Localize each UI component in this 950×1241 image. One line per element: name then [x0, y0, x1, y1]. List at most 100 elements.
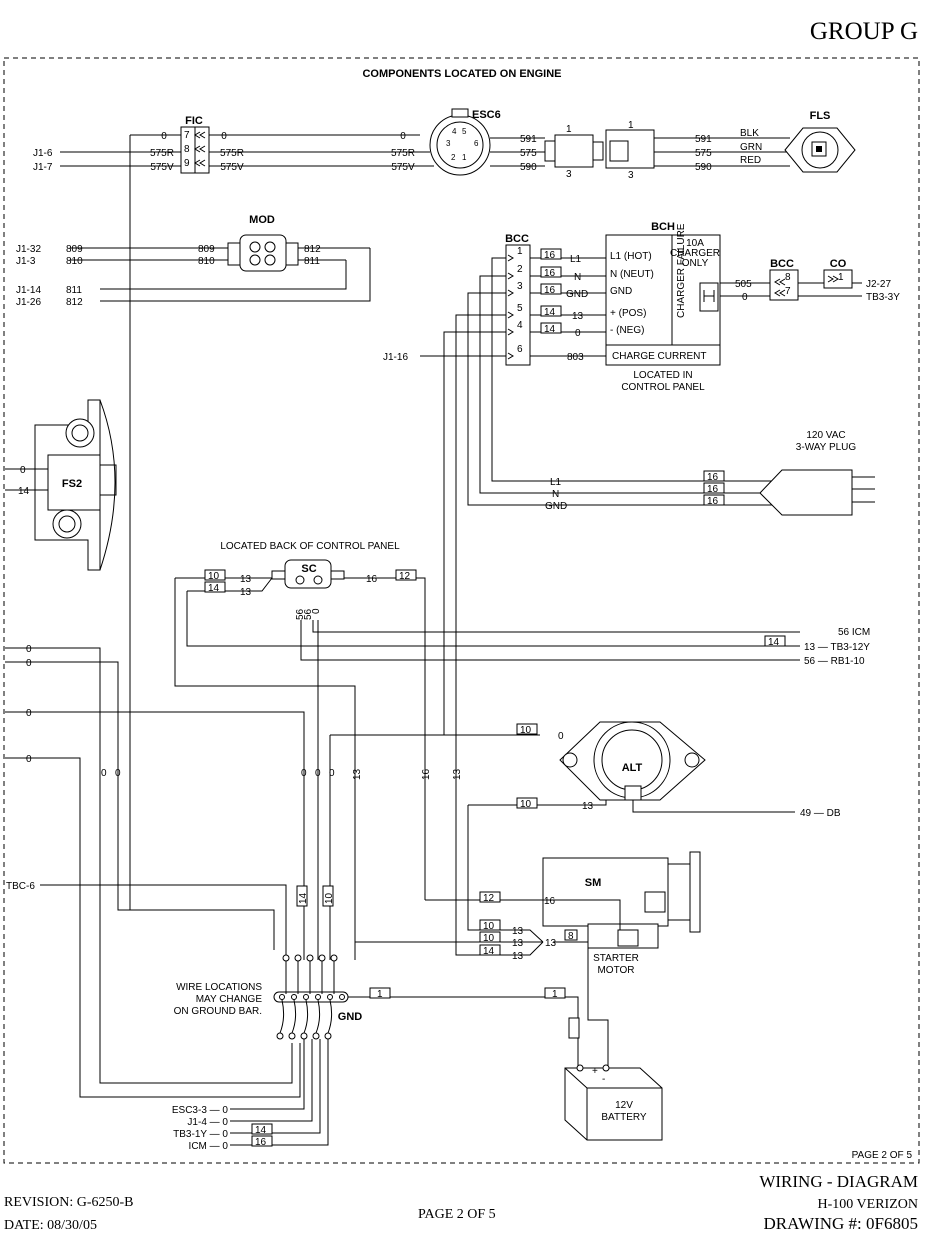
- mod-wire: 809: [66, 244, 83, 255]
- bch-row: GND: [610, 286, 632, 297]
- sc-wire: 16: [366, 574, 378, 585]
- fs2-label: FS2: [62, 478, 82, 490]
- svg-text:5: 5: [462, 127, 467, 136]
- mod-connector: [239, 234, 287, 272]
- fs2-wire: 0: [20, 465, 26, 476]
- svg-text:16: 16: [707, 496, 719, 507]
- alt-label: ALT: [622, 762, 643, 774]
- bch-wire: 13: [572, 311, 584, 322]
- bch-row: L1 (HOT): [610, 251, 652, 262]
- svg-text:16: 16: [707, 472, 719, 483]
- starter-wire: 13: [512, 926, 524, 937]
- svg-text:5: 5: [517, 303, 523, 314]
- svg-text:16: 16: [544, 250, 556, 261]
- fs2-wire: 14: [18, 486, 30, 497]
- gnd-label: GND: [338, 1011, 363, 1023]
- bottom-ref: J1-4 — 0: [187, 1117, 228, 1128]
- starter-wire: 16: [544, 896, 556, 907]
- ground-gauge-label: 1: [377, 989, 383, 1000]
- page-number: PAGE 2 OF 5: [418, 1207, 496, 1222]
- fls-wire-label: 590: [695, 162, 712, 173]
- left-zero: 0: [26, 754, 32, 765]
- starter-label: STARTER: [593, 953, 639, 964]
- inline-connector-left: [554, 134, 594, 168]
- sc-ref: 56 ICM: [838, 627, 870, 638]
- alt-wire: 0: [558, 731, 564, 742]
- ground-bar: [273, 954, 349, 1040]
- svg-text:10: 10: [483, 921, 495, 932]
- bch-wire: 803: [567, 352, 584, 363]
- model: H-100 VERIZON: [817, 1197, 918, 1212]
- frame-title: COMPONENTS LOCATED ON ENGINE: [362, 68, 561, 80]
- mod-wire: 812: [304, 244, 321, 255]
- mod-wire: 812: [66, 297, 83, 308]
- svg-text:16: 16: [544, 268, 556, 279]
- bch-location: CONTROL PANEL: [621, 382, 705, 393]
- svg-text:12: 12: [483, 893, 495, 904]
- svg-text:1: 1: [517, 246, 523, 257]
- svg-text:0: 0: [115, 768, 121, 779]
- svg-text:10: 10: [208, 571, 220, 582]
- svg-text:16: 16: [707, 484, 719, 495]
- svg-text:14: 14: [483, 946, 495, 957]
- dashed-frame: [3, 57, 920, 1164]
- svg-text:13: 13: [452, 768, 463, 780]
- starter-wire: 13: [512, 938, 524, 949]
- bch-failure: CHARGER FAILURE: [676, 223, 687, 318]
- mod-wire: 811: [66, 285, 82, 296]
- fic-ref: J1-6: [33, 148, 53, 159]
- sm-label: SM: [585, 877, 602, 889]
- bch-note: ONLY: [682, 258, 709, 269]
- fls-color: RED: [740, 155, 761, 166]
- fic-pin: 8: [184, 144, 190, 155]
- bch-row: N (NEUT): [610, 269, 654, 280]
- svg-text:16: 16: [544, 285, 556, 296]
- left-zero: 0: [26, 658, 32, 669]
- mod-label: MOD: [249, 214, 275, 226]
- esc6-label: ESC6: [472, 109, 501, 121]
- bch-wire: N: [574, 272, 581, 283]
- bch-note: CHARGER: [670, 248, 720, 259]
- esc-in-label: 0: [400, 131, 406, 142]
- fic-label: FIC: [185, 115, 203, 127]
- sc-wire: 13: [240, 587, 252, 598]
- mod-ref: J1-14: [16, 285, 41, 296]
- sc-gauges: 10 14 12: [204, 569, 417, 594]
- connector-pin: 3: [628, 170, 634, 181]
- sc-ref-gauge: [764, 635, 786, 647]
- fic-pin: 7: [184, 130, 190, 141]
- connector-pin: 3: [566, 169, 572, 180]
- revision: REVISION: G-6250-B: [4, 1195, 134, 1210]
- bcc2-pin: 8: [785, 272, 791, 283]
- left-zero: 0: [26, 644, 32, 655]
- svg-text:8: 8: [568, 931, 574, 942]
- bch-wire: 0: [575, 328, 581, 339]
- fls-wire-label: 591: [695, 134, 712, 145]
- starter-label: MOTOR: [597, 965, 634, 976]
- ground-gauge: [369, 987, 391, 999]
- esc6-connector: [429, 114, 491, 176]
- battery-gauge: [544, 987, 566, 999]
- mod-ref: J1-3: [16, 256, 36, 267]
- sc-note: LOCATED BACK OF CONTROL PANEL: [220, 541, 400, 552]
- svg-text:1: 1: [462, 153, 467, 162]
- ac-plug: [759, 469, 853, 516]
- plug-wire: L1: [550, 477, 562, 488]
- co-label: CO: [830, 258, 847, 270]
- plug-gauges: 16 16 16: [703, 470, 725, 507]
- fls-color: GRN: [740, 142, 762, 153]
- starter-motor: [542, 851, 701, 949]
- mod-ref: J1-26: [16, 297, 41, 308]
- battery-label: 12V: [615, 1100, 633, 1111]
- svg-text:13: 13: [352, 768, 363, 780]
- esc-out-label: 575: [520, 148, 537, 159]
- drawing-number: DRAWING #: 0F6805: [763, 1214, 918, 1233]
- bch-location: LOCATED IN: [633, 370, 692, 381]
- battery-label: BATTERY: [601, 1112, 647, 1123]
- bch-label: BCH: [651, 221, 675, 233]
- svg-text:4: 4: [517, 320, 523, 331]
- svg-text:10: 10: [324, 892, 335, 904]
- bcc-label: BCC: [505, 233, 529, 245]
- mod-wire: 810: [198, 256, 215, 267]
